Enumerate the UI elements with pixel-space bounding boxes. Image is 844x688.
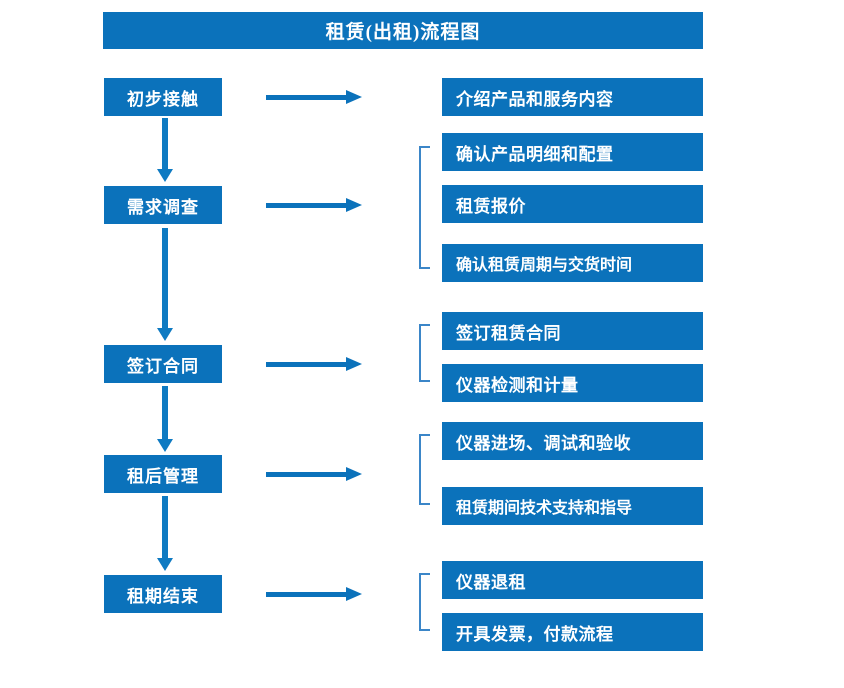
arrow-head	[157, 328, 173, 341]
detail-box-9[interactable]: 仪器退租	[442, 561, 703, 599]
detail-box-10[interactable]: 开具发票，付款流程	[442, 613, 703, 651]
arrow-shaft	[162, 118, 168, 170]
stage-box-5[interactable]: 租期结束	[104, 575, 222, 613]
stage-box-2[interactable]: 需求调查	[104, 186, 222, 224]
detail-box-6[interactable]: 仪器检测和计量	[442, 364, 703, 402]
right-arrow-icon-stage4	[266, 467, 362, 481]
group-bracket-requirements	[419, 146, 430, 269]
arrow-shaft	[266, 95, 348, 100]
detail-box-1[interactable]: 介绍产品和服务内容	[442, 78, 703, 116]
right-arrow-icon-stage2	[266, 198, 362, 212]
arrow-head	[346, 587, 362, 601]
right-arrow-icon-stage3	[266, 357, 362, 371]
detail-box-7[interactable]: 仪器进场、调试和验收	[442, 422, 703, 460]
arrow-head	[157, 169, 173, 182]
down-arrow-icon-stage2-stage3	[157, 228, 173, 341]
arrow-shaft	[162, 228, 168, 329]
arrow-head	[346, 198, 362, 212]
down-arrow-icon-stage4-stage5	[157, 496, 173, 571]
stage-box-1[interactable]: 初步接触	[104, 78, 222, 116]
arrow-shaft	[162, 496, 168, 559]
page-title: 租赁(出租)流程图	[103, 12, 703, 49]
group-bracket-closing	[419, 573, 430, 631]
arrow-shaft	[162, 386, 168, 440]
right-arrow-icon-stage1	[266, 90, 362, 104]
detail-box-5[interactable]: 签订租赁合同	[442, 312, 703, 350]
stage-box-3[interactable]: 签订合同	[104, 345, 222, 383]
arrow-head	[346, 357, 362, 371]
down-arrow-icon-stage1-stage2	[157, 118, 173, 182]
arrow-head	[157, 558, 173, 571]
stage-box-4[interactable]: 租后管理	[104, 455, 222, 493]
detail-box-3[interactable]: 租赁报价	[442, 185, 703, 223]
group-bracket-contract	[419, 324, 430, 382]
arrow-shaft	[266, 362, 348, 367]
arrow-shaft	[266, 592, 348, 597]
detail-box-8[interactable]: 租赁期间技术支持和指导	[442, 487, 703, 525]
arrow-head	[346, 467, 362, 481]
detail-box-2[interactable]: 确认产品明细和配置	[442, 133, 703, 171]
arrow-shaft	[266, 472, 348, 477]
arrow-shaft	[266, 203, 348, 208]
group-bracket-aftercare	[419, 434, 430, 505]
arrow-head	[346, 90, 362, 104]
arrow-head	[157, 439, 173, 452]
down-arrow-icon-stage3-stage4	[157, 386, 173, 452]
detail-box-4[interactable]: 确认租赁周期与交货时间	[442, 244, 703, 282]
right-arrow-icon-stage5	[266, 587, 362, 601]
